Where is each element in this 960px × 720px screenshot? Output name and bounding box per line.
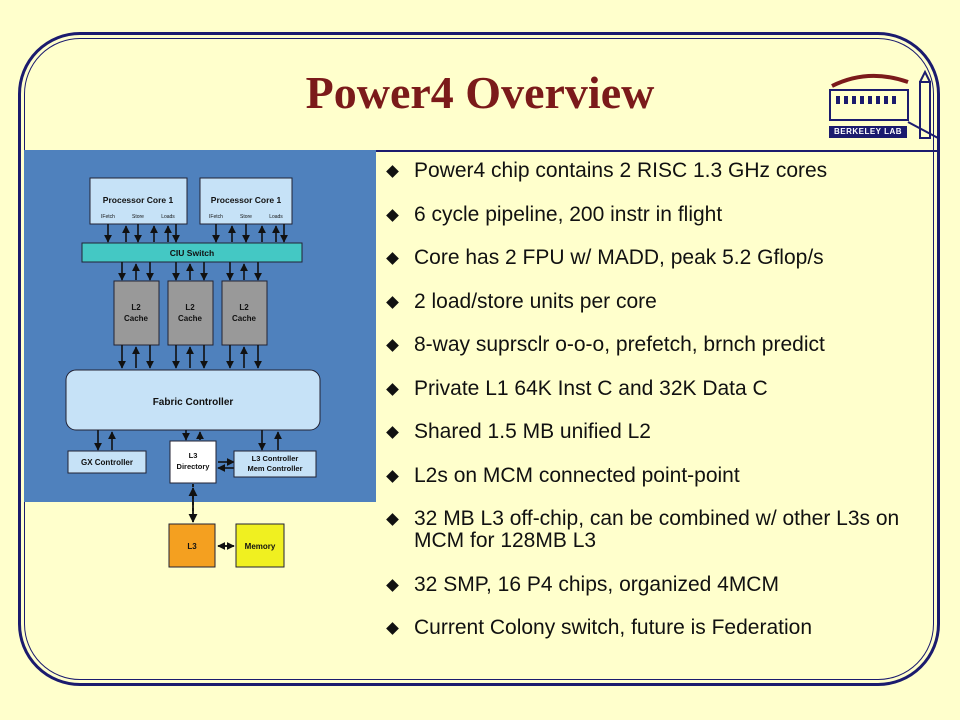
- diamond-bullet-icon: [386, 469, 399, 483]
- bullet-item: 2 load/store units per core: [386, 290, 946, 313]
- bullet-item: 8-way suprsclr o-o-o, prefetch, brnch pr…: [386, 334, 946, 356]
- svg-text:Cache: Cache: [178, 314, 203, 323]
- svg-text:Mem Controller: Mem Controller: [247, 464, 302, 473]
- l2-cache-3: [221, 280, 268, 346]
- core-left-label: Processor Core 1: [103, 195, 174, 205]
- fabric-controller: [65, 369, 321, 431]
- svg-text:L3 Controller: L3 Controller: [252, 454, 299, 463]
- svg-text:L3: L3: [187, 542, 197, 551]
- bullet-item: 6 cycle pipeline, 200 instr in flight: [386, 203, 946, 226]
- bullet-item: 32 SMP, 16 P4 chips, organized 4MCM: [386, 573, 946, 596]
- diamond-bullet-icon: [386, 426, 399, 439]
- bullet-item: Private L1 64K Inst C and 32K Data C: [386, 377, 946, 400]
- svg-text:L2: L2: [185, 303, 195, 312]
- memory-chip: [235, 523, 285, 568]
- svg-text:Directory: Directory: [177, 462, 211, 471]
- diamond-bullet-icon: [386, 578, 399, 592]
- svg-text:Cache: Cache: [232, 314, 257, 323]
- svg-text:L2: L2: [131, 303, 141, 312]
- svg-text:IFetch: IFetch: [101, 214, 115, 220]
- svg-text:L3: L3: [189, 451, 198, 460]
- berkeley-lab-logo-icon: [829, 69, 939, 139]
- slide-frame: [18, 32, 940, 686]
- l3-chip: [168, 523, 216, 568]
- svg-text:Loads: Loads: [161, 214, 175, 220]
- svg-text:Loads: Loads: [269, 214, 283, 220]
- diamond-bullet-icon: [386, 382, 399, 396]
- bullet-item: Power4 chip contains 2 RISC 1.3 GHz core…: [386, 160, 946, 182]
- slide-title: Power4 Overview: [305, 67, 655, 118]
- bullet-list: Power4 chip contains 2 RISC 1.3 GHz core…: [386, 160, 946, 661]
- ciu-switch: [81, 242, 303, 263]
- bullet-item: 32 MB L3 off-chip, can be combined w/ ot…: [386, 508, 946, 552]
- svg-text:Store: Store: [240, 214, 252, 220]
- svg-text:GX Controller: GX Controller: [81, 458, 133, 467]
- svg-text:L2: L2: [239, 303, 249, 312]
- bullet-item: Core has 2 FPU w/ MADD, peak 5.2 Gflop/s: [386, 247, 946, 269]
- svg-text:Memory: Memory: [245, 542, 276, 551]
- svg-text:Store: Store: [132, 214, 144, 220]
- title-rule: [24, 150, 940, 152]
- core-switch-arrows: [104, 224, 288, 243]
- core-right-label: Processor Core 1: [211, 195, 282, 205]
- l3-directory: [169, 440, 217, 484]
- l2-cache-2: [167, 280, 214, 346]
- l2-cache-1: [113, 280, 160, 346]
- svg-text:Cache: Cache: [124, 314, 149, 323]
- bullet-item: Current Colony switch, future is Federat…: [386, 617, 946, 639]
- diamond-bullet-icon: [386, 165, 399, 178]
- logo-text: BERKELEY LAB: [829, 126, 907, 138]
- bullet-item: L2s on MCM connected point-point: [386, 464, 946, 487]
- diamond-bullet-icon: [386, 513, 399, 526]
- diamond-bullet-icon: [386, 252, 399, 265]
- diamond-bullet-icon: [386, 208, 399, 222]
- gx-controller: [67, 450, 147, 474]
- diamond-bullet-icon: [386, 339, 399, 352]
- ciu-switch-label: CIU Switch: [170, 248, 214, 258]
- processor-core-left: [89, 177, 188, 225]
- l3-mem-controller: [233, 450, 317, 478]
- svg-text:IFetch: IFetch: [209, 214, 223, 220]
- fabric-controller-label: Fabric Controller: [153, 397, 234, 408]
- bullet-item: Shared 1.5 MB unified L2: [386, 421, 946, 443]
- diamond-bullet-icon: [386, 295, 399, 309]
- power4-block-diagram: Processor Core 1 IFetch Store Loads Proc…: [24, 150, 376, 568]
- diamond-bullet-icon: [386, 622, 399, 635]
